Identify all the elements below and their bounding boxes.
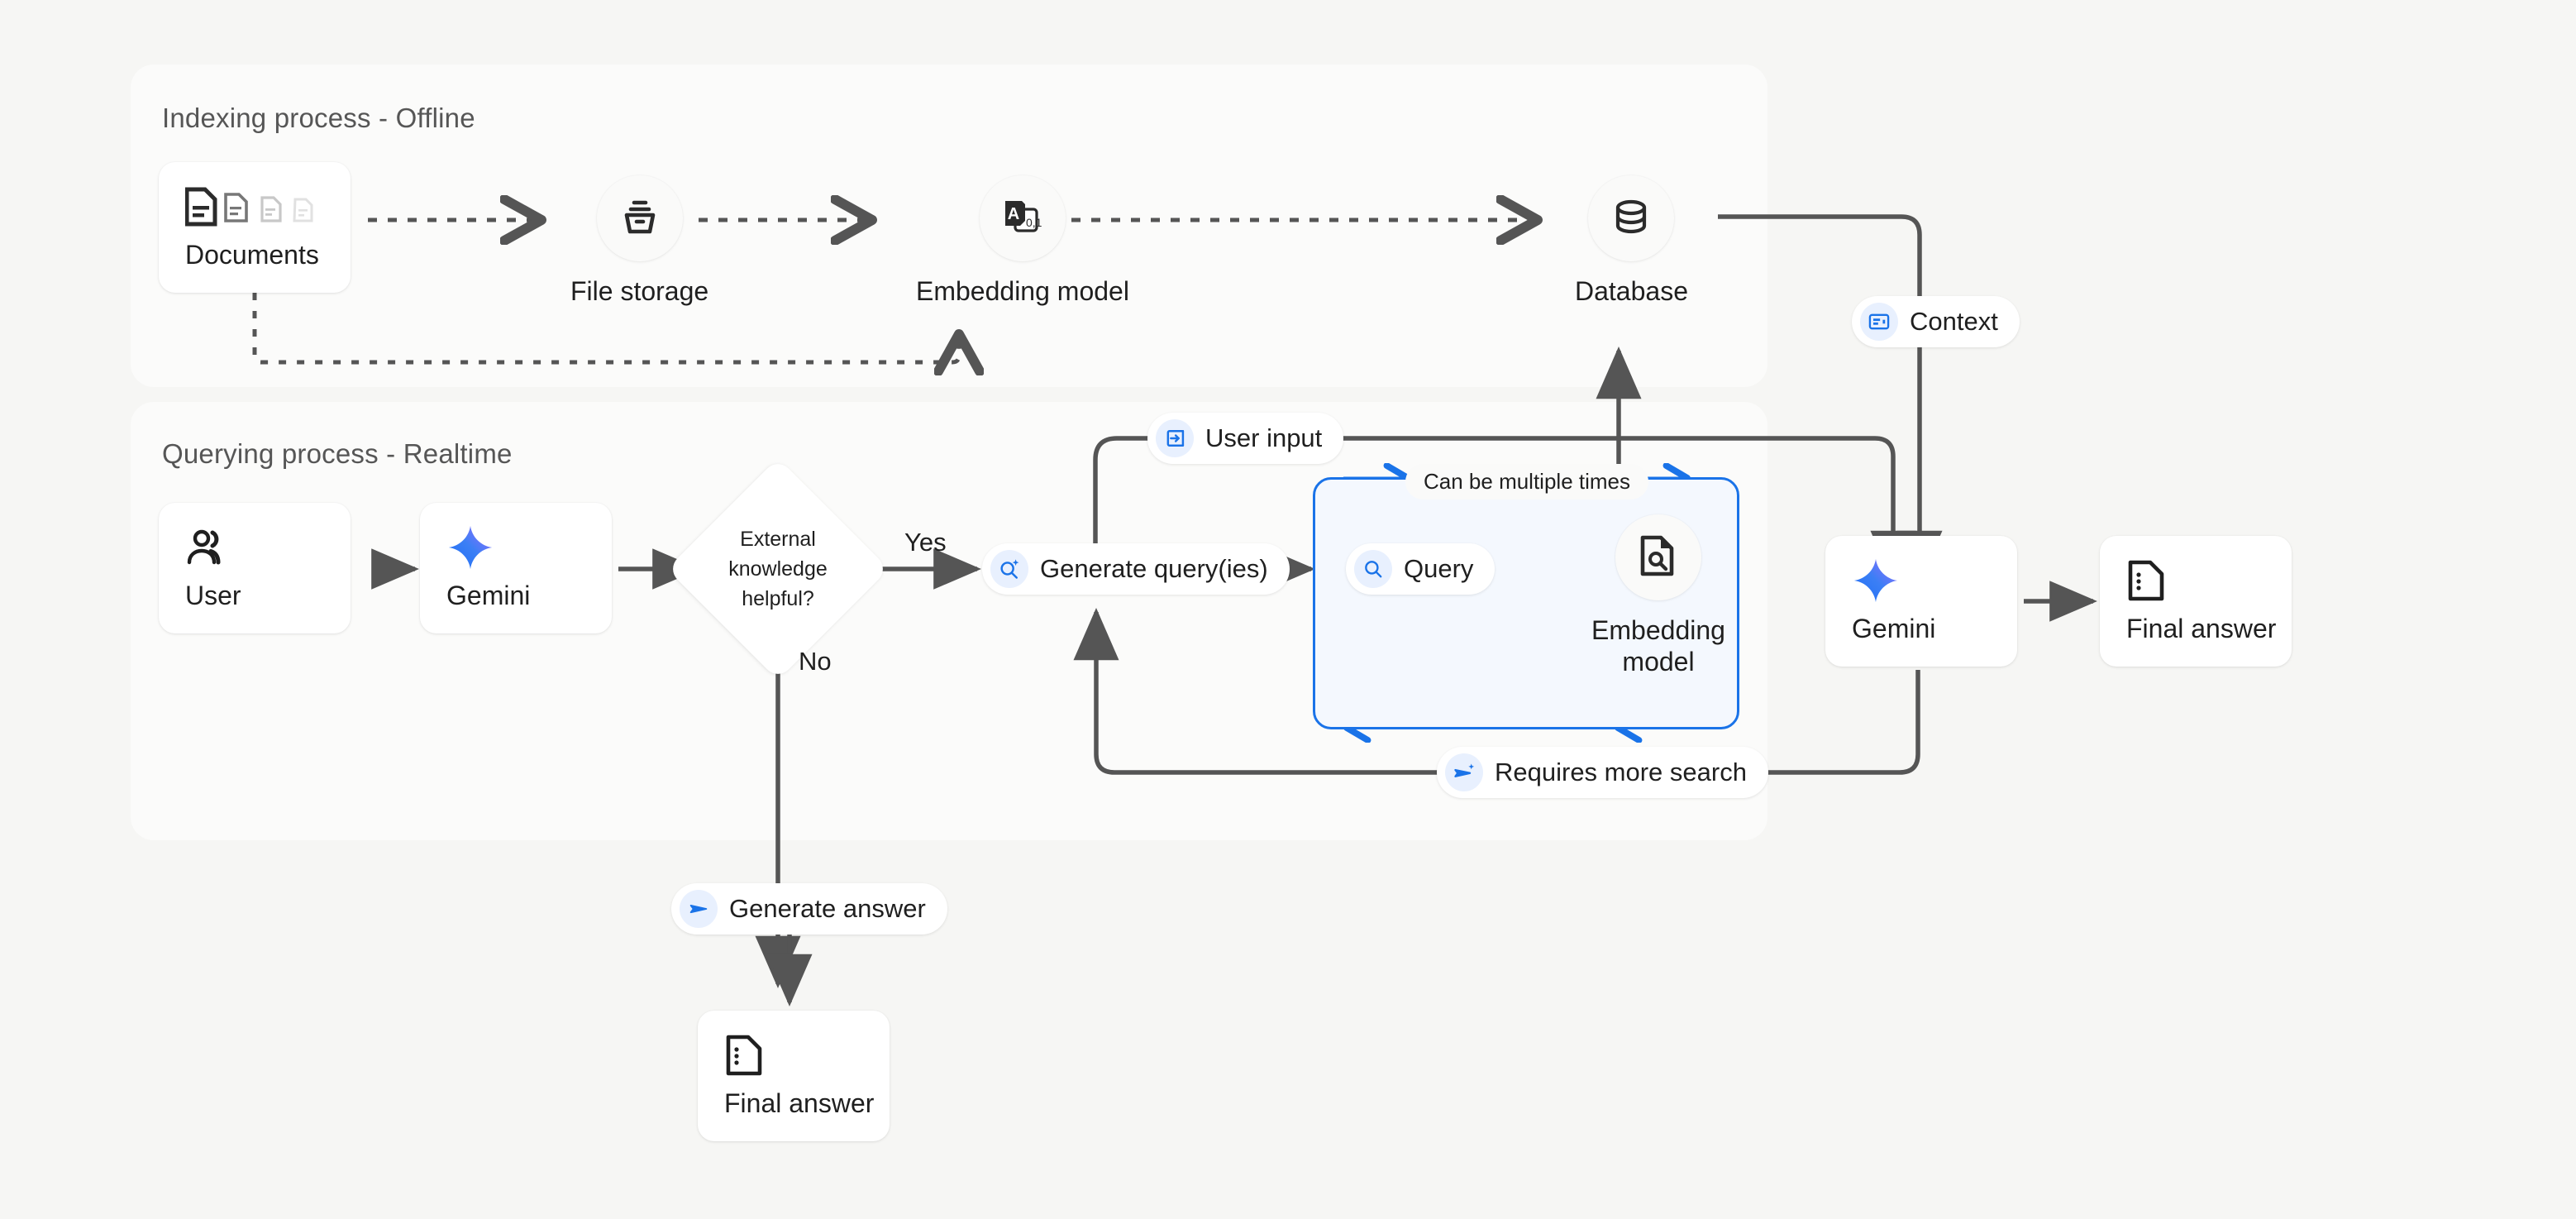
generate-queries-label: Generate query(ies) [1040,554,1268,583]
file-storage-circle [596,175,683,261]
document-search-icon [1637,533,1680,582]
final-answer-bottom-label: Final answer [724,1088,875,1118]
search-icon [1354,550,1392,588]
send-icon [680,890,718,928]
users-icon [185,526,351,569]
database-cylinder-icon [1609,194,1653,243]
final-answer-card-bottom[interactable]: Final answer [698,1011,890,1141]
context-chip-label: Context [1910,307,1998,336]
user-card[interactable]: User [159,503,351,633]
answer-doc-icon [724,1034,890,1077]
login-arrow-icon [1156,419,1194,457]
documents-icon [185,185,351,228]
file-storage-label: File storage [570,276,709,306]
gemini-card[interactable]: Gemini [420,503,612,633]
database-label: Database [1575,276,1688,306]
generate-answer-label: Generate answer [729,894,926,923]
user-input-chip[interactable]: User input [1147,413,1344,464]
gemini-sparkle-icon [1852,558,2017,602]
panel-indexing-title: Indexing process - Offline [162,103,475,133]
embedding-model-node[interactable]: 0,1 A Embedding model [916,175,1129,308]
diamond-text: External knowledge helpful? [699,490,856,648]
query-chip[interactable]: Query [1346,543,1496,595]
file-storage-node[interactable]: File storage [570,175,708,308]
database-circle [1588,175,1675,261]
loop-embedding-model-circle [1615,514,1701,600]
panel-querying-title: Querying process - Realtime [162,438,513,469]
final-answer-card-right[interactable]: Final answer [2100,536,2292,667]
context-card-icon [1860,303,1898,341]
requires-more-search-chip[interactable]: Requires more search [1437,747,1768,798]
database-node[interactable]: Database [1575,175,1688,308]
text-to-vector-icon: 0,1 A [999,194,1047,243]
embedding-model-circle: 0,1 A [979,175,1066,261]
loop-caption: Can be multiple times [1405,464,1648,500]
gemini-sparkle-icon [446,525,612,569]
final-answer-right-label: Final answer [2126,613,2277,643]
diamond-line-3: helpful? [742,587,814,611]
generate-answer-chip[interactable]: Generate answer [671,883,947,935]
context-chip[interactable]: Context [1852,296,2020,347]
answer-doc-icon [2126,559,2292,602]
gemini-final-label: Gemini [1852,613,1936,643]
user-card-label: User [185,580,241,610]
user-input-label: User input [1205,423,1323,452]
archive-box-icon [618,194,662,243]
documents-card[interactable]: Documents [159,162,351,293]
no-label: No [799,647,832,676]
loop-embedding-model-label: Embedding model [1576,615,1741,678]
loop-embedding-model-node[interactable]: Embedding model [1576,514,1741,678]
gemini-card-label: Gemini [446,580,531,610]
loop-em-line1: Embedding [1591,615,1725,645]
generate-queries-chip[interactable]: Generate query(ies) [982,543,1290,595]
requires-more-search-label: Requires more search [1495,758,1747,786]
decision-diamond[interactable]: External knowledge helpful? [666,457,890,681]
loop-em-line2: model [1622,646,1695,676]
diamond-line-1: External [740,527,816,551]
diamond-line-2: knowledge [728,557,828,581]
query-chip-label: Query [1404,554,1474,583]
documents-card-label: Documents [185,239,319,270]
yes-label: Yes [904,528,947,557]
gemini-final-card[interactable]: Gemini [1825,536,2017,667]
svg-text:0,1: 0,1 [1026,216,1042,229]
svg-text:A: A [1008,205,1019,223]
search-sparkle-icon [990,550,1028,588]
send-sparkle-icon [1445,753,1483,791]
embedding-model-label: Embedding model [916,276,1129,306]
